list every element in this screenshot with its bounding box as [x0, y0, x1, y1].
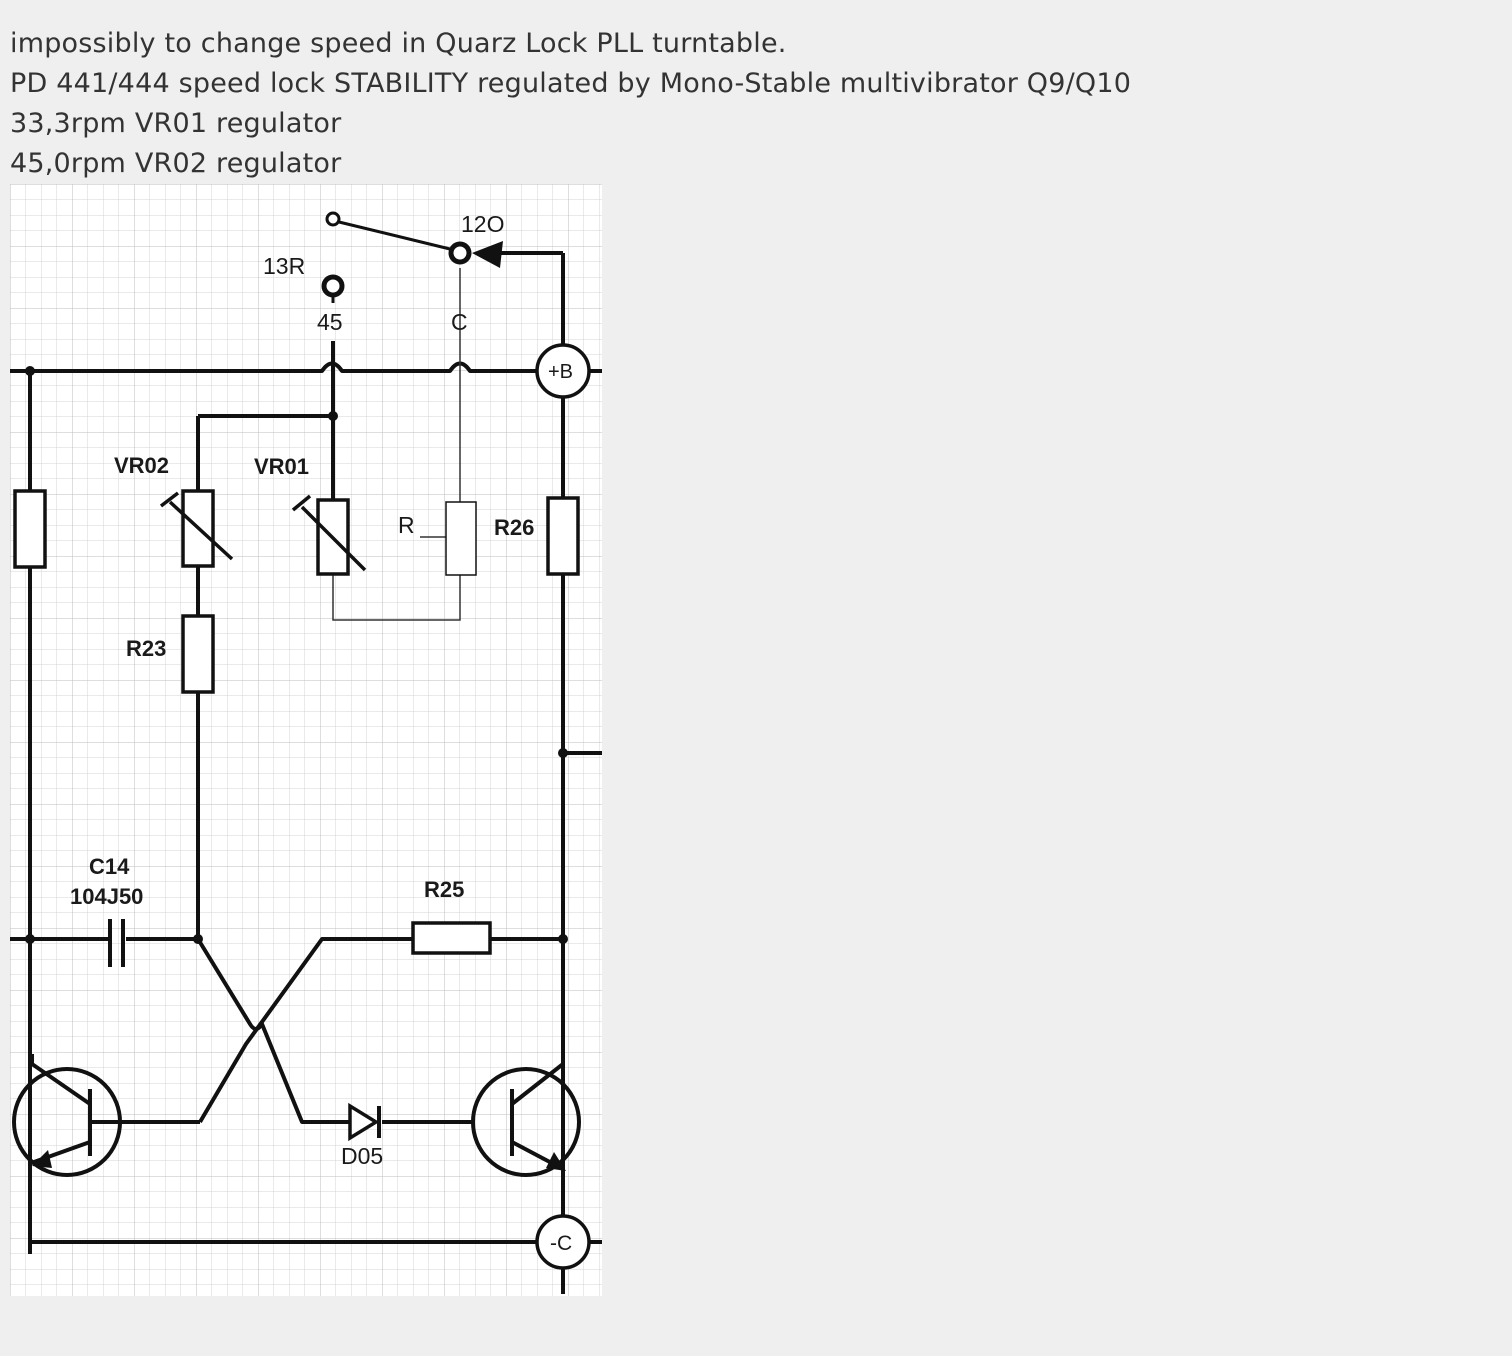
label-d05: D05: [341, 1143, 383, 1169]
label-vr02: VR02: [114, 453, 169, 478]
label-plus-b: +B: [548, 361, 573, 383]
label-r: R: [398, 512, 415, 538]
label-c14: C14: [89, 854, 130, 879]
resistor-left: [13, 489, 47, 569]
label-c: C: [451, 309, 468, 335]
resistor-r23: [181, 614, 215, 694]
resistor-r26: [546, 496, 580, 576]
label-r26: R26: [494, 515, 534, 540]
label-13r: 13R: [263, 253, 305, 279]
caption-line-2: PD 441/444 speed lock STABILITY regulate…: [10, 68, 1132, 99]
resistor-r25: [411, 921, 492, 955]
schematic-svg: 12O 13R 45 C +B -C VR02 VR01 R R26 R23 C…: [10, 184, 602, 1296]
thin-wires: [332, 268, 461, 621]
resistor-r: [445, 501, 477, 576]
label-45: 45: [317, 309, 343, 335]
label-minus-c: -C: [550, 1232, 572, 1255]
resistors: [13, 489, 580, 955]
terminals: [535, 343, 602, 1270]
label-r23: R23: [126, 636, 166, 661]
label-r25: R25: [424, 877, 464, 902]
caption-line-3: 33,3rpm VR01 regulator: [10, 108, 342, 139]
schematic-image: 12O 13R 45 C +B -C VR02 VR01 R R26 R23 C…: [10, 184, 602, 1296]
transistor-right: [471, 1044, 581, 1177]
label-vr01: VR01: [254, 454, 309, 479]
caption-text: impossibly to change speed in Quarz Lock…: [10, 24, 1131, 184]
label-120: 12O: [461, 211, 504, 237]
transistor-left: [12, 1054, 122, 1177]
speed-switch: [321, 211, 503, 303]
variable-arrows: [159, 491, 367, 572]
label-c14-value: 104J50: [70, 884, 143, 909]
diode-d05: [348, 1102, 381, 1142]
capacitor-c14: [108, 919, 125, 967]
caption-line-4: 45,0rpm VR02 regulator: [10, 148, 342, 179]
junctions: [25, 366, 568, 944]
caption-line-1: impossibly to change speed in Quarz Lock…: [10, 28, 787, 59]
resistor-vr01: [316, 498, 350, 576]
